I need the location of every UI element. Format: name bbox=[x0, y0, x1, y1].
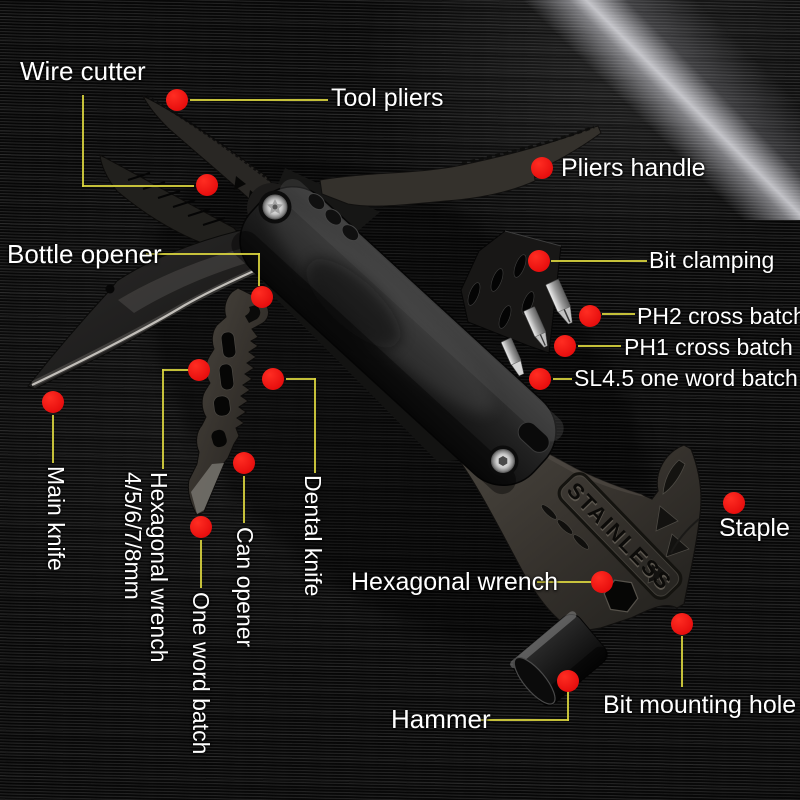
ph2-bit bbox=[545, 279, 573, 325]
bit-slots bbox=[467, 254, 535, 329]
hammer-label: Hammer bbox=[391, 704, 491, 734]
lanyard-slot bbox=[517, 421, 550, 453]
one-word-batch-label: One word batch bbox=[188, 592, 214, 755]
bit-clamping-marker-dot bbox=[528, 250, 550, 272]
hammer-connector-line-0 bbox=[480, 719, 569, 721]
thumb-notch bbox=[105, 284, 115, 294]
bit-mounting-hole-label: Bit mounting hole bbox=[603, 691, 797, 719]
hammer-marker-dot bbox=[557, 670, 579, 692]
can-opener-connector-line-0 bbox=[243, 476, 245, 523]
dental-knife-label: Dental knife bbox=[300, 475, 326, 597]
main-knife-marker-dot bbox=[42, 391, 64, 413]
hammer-connector-line-1 bbox=[567, 690, 569, 721]
bottle-opener-connector-line-0 bbox=[146, 253, 260, 255]
wire-cutter-label: Wire cutter bbox=[20, 56, 146, 86]
can-opener-marker-dot bbox=[233, 452, 255, 474]
main-knife-label: Main knife bbox=[43, 466, 69, 571]
bottle-opener-connector-line-1 bbox=[258, 253, 260, 286]
one-word-batch-marker-dot bbox=[190, 516, 212, 538]
dental-knife-connector-line-0 bbox=[286, 378, 316, 380]
bit-clamping-label: Bit clamping bbox=[649, 247, 775, 273]
tool-pliers-label: Tool pliers bbox=[331, 84, 444, 112]
sl45-one-word-batch-marker-dot bbox=[529, 368, 551, 390]
hammer-face bbox=[513, 656, 556, 705]
sl45-one-word-batch-label: SL4.5 one word batch bbox=[574, 365, 798, 391]
wire-cutter-marker-dot bbox=[196, 174, 218, 196]
hexagonal-wrench-marker-dot bbox=[591, 571, 613, 593]
plate-slots bbox=[541, 504, 589, 550]
main-knife-blade bbox=[27, 223, 312, 390]
one-word-batch-connector-line-0 bbox=[200, 540, 202, 588]
claw-crescent-cutout bbox=[662, 459, 686, 495]
ph2-cross-batch-label: PH2 cross batch bbox=[637, 303, 800, 329]
ph2-cross-batch-marker-dot bbox=[579, 305, 601, 327]
bottle-opener-label: Bottle opener bbox=[7, 239, 162, 269]
can-opener-hook bbox=[211, 429, 227, 448]
wire-cutter-connector-line-1 bbox=[82, 185, 194, 187]
bit-mounting-hole-connector-line-0 bbox=[681, 636, 683, 687]
pliers-handle-marker-dot bbox=[531, 157, 553, 179]
staple-marker-dot bbox=[723, 492, 745, 514]
hexagonal-wrench-sizes-connector-line-0 bbox=[162, 369, 190, 371]
hexagonal-wrench-label: Hexagonal wrench bbox=[351, 568, 559, 596]
ph1-cross-batch-connector-line-0 bbox=[578, 345, 621, 347]
bottle-opener-marker-dot bbox=[251, 286, 273, 308]
dental-knife-connector-line-1 bbox=[314, 378, 316, 473]
tool-pliers-marker-dot bbox=[166, 89, 188, 111]
staple-label: Staple bbox=[719, 514, 790, 542]
dental-knife-marker-dot bbox=[262, 368, 284, 390]
flat-driver-tip bbox=[191, 463, 224, 514]
ph1-cross-batch-marker-dot bbox=[554, 335, 576, 357]
sl45-one-word-batch-connector-line-0 bbox=[553, 378, 572, 380]
upper-jaw bbox=[141, 94, 277, 210]
hexagonal-wrench-connector-line-0 bbox=[537, 581, 593, 583]
handle-body bbox=[231, 178, 564, 495]
bit-clamping-connector-line-0 bbox=[551, 260, 647, 262]
pliers-handle-label: Pliers handle bbox=[561, 154, 706, 182]
main-knife-connector-line-0 bbox=[52, 415, 54, 463]
can-opener-label: Can opener bbox=[232, 527, 258, 648]
bit-mounting-hole-marker-dot bbox=[671, 613, 693, 635]
grip-bumps bbox=[307, 193, 360, 242]
wire-cutter-connector-line-0 bbox=[82, 95, 84, 187]
ph2-cross-batch-connector-line-0 bbox=[602, 313, 635, 315]
corner-light-streak bbox=[510, 0, 800, 220]
hexagonal-wrench-sizes-marker-dot bbox=[188, 359, 210, 381]
hex-wrench-hole bbox=[603, 579, 639, 613]
ph1-bit bbox=[523, 306, 548, 348]
bottle-opener-hook bbox=[245, 305, 261, 323]
flat-multitool-blade bbox=[187, 287, 269, 516]
sl45-bit bbox=[500, 337, 525, 377]
pivot-screw bbox=[258, 190, 292, 224]
rear-screw bbox=[487, 445, 519, 477]
tool-pliers-connector-line-0 bbox=[190, 99, 328, 101]
ph1-cross-batch-label: PH1 cross batch bbox=[624, 334, 793, 360]
hexagonal-wrench-sizes-connector-line-1 bbox=[162, 369, 164, 469]
